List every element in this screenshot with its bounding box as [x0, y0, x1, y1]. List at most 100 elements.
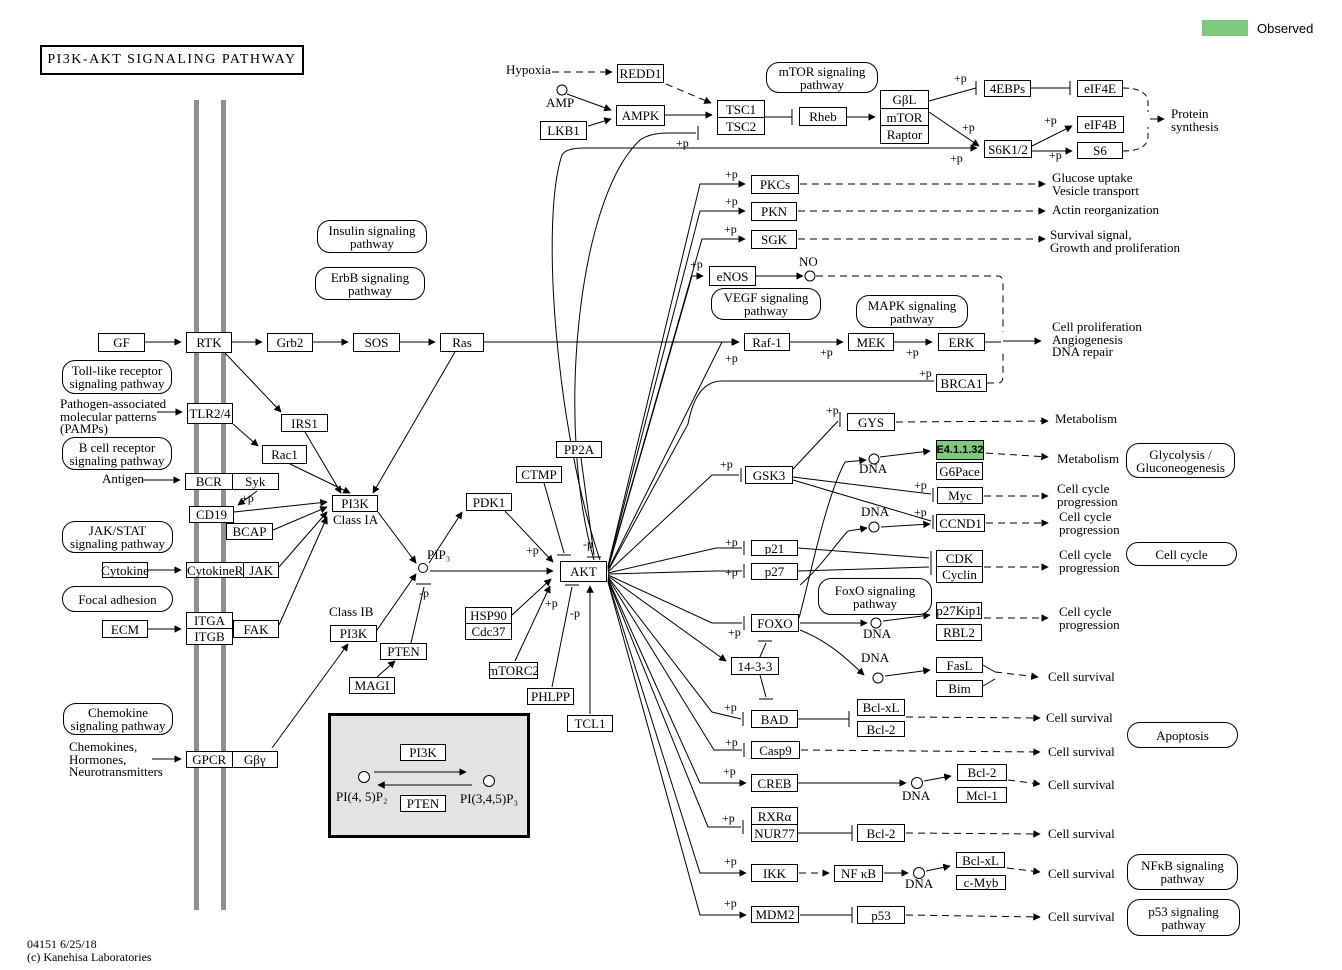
node-p27[interactable]: p27: [751, 563, 798, 580]
node-ctmp[interactable]: CTMP: [516, 466, 562, 483]
node-pp2a[interactable]: PP2A: [556, 441, 602, 458]
node-cytokiner-jak-cell-1[interactable]: JAK: [243, 563, 278, 577]
node-gsk3[interactable]: GSK3: [745, 466, 793, 484]
node-magi[interactable]: MAGI: [349, 677, 395, 694]
node-bad[interactable]: BAD: [751, 710, 798, 728]
node-gpcr-gby[interactable]: GPCR Gβγ: [186, 751, 278, 768]
node-eif4e[interactable]: eIF4E: [1077, 80, 1123, 97]
node-gpcr-gby-cell-1[interactable]: Gβγ: [231, 752, 278, 767]
node-p21[interactable]: p21: [751, 540, 798, 556]
node-ref-focal[interactable]: Focal adhesion: [62, 586, 173, 612]
node-mtor-complex-cell-1[interactable]: mTOR: [881, 107, 928, 126]
node-bcl2-creb[interactable]: Bcl-2: [957, 764, 1007, 781]
node-mtorc2[interactable]: mTORC2: [487, 662, 540, 679]
node-hsp90-cdc37-cell-0[interactable]: HSP90: [470, 608, 507, 623]
node-s6[interactable]: S6: [1077, 142, 1123, 159]
node-ref-apoptosis[interactable]: Apoptosis: [1127, 722, 1238, 748]
node-pi3k-class1b[interactable]: PI3K: [330, 625, 377, 642]
node-rtk[interactable]: RTK: [186, 332, 232, 353]
node-bcr-syk-cell-1[interactable]: Syk: [231, 474, 279, 489]
node-tsc1-tsc2-cell-1[interactable]: TSC2: [718, 117, 764, 134]
node-mdm2[interactable]: MDM2: [751, 906, 799, 923]
node-inset-pi3k[interactable]: PI3K: [400, 744, 446, 761]
node-cmyb[interactable]: c-Myb: [956, 875, 1006, 890]
node-ampk[interactable]: AMPK: [616, 105, 665, 126]
node-bclxl-ikk[interactable]: Bcl-xL: [956, 852, 1005, 868]
node-e41132[interactable]: E4.1.1.32: [936, 440, 984, 460]
node-irs1[interactable]: IRS1: [281, 414, 328, 432]
node-bclxl-bad[interactable]: Bcl-xL: [857, 699, 905, 716]
node-cytokiner-jak-cell-0[interactable]: CytokineR: [187, 562, 244, 578]
node-bcr-syk[interactable]: BCR Syk: [185, 473, 279, 490]
node-mek[interactable]: MEK: [848, 333, 894, 351]
node-pdk1[interactable]: PDK1: [466, 493, 512, 511]
node-casp9[interactable]: Casp9: [751, 741, 800, 759]
node-cytokine[interactable]: Cytokine: [101, 562, 149, 578]
node-rac1[interactable]: Rac1: [262, 445, 307, 464]
node-bcr-syk-cell-0[interactable]: BCR: [195, 474, 222, 489]
node-grb2[interactable]: Grb2: [267, 333, 313, 352]
node-myc[interactable]: Myc: [937, 487, 983, 504]
node-tsc1-tsc2-cell-0[interactable]: TSC1: [725, 101, 757, 117]
node-lkb1[interactable]: LKB1: [540, 121, 587, 140]
node-raf1[interactable]: Raf-1: [744, 333, 790, 351]
node-tcl1[interactable]: TCL1: [567, 715, 613, 732]
node-pkcs[interactable]: PKCs: [751, 175, 799, 194]
node-itga-itgb-cell-0[interactable]: ITGA: [193, 613, 226, 628]
node-p27kip1[interactable]: p27Kip1: [936, 602, 982, 619]
node-redd1[interactable]: REDD1: [617, 64, 664, 83]
node-sos[interactable]: SOS: [353, 333, 400, 352]
node-mtor-complex-cell-0[interactable]: GβL: [892, 91, 917, 107]
node-sgk[interactable]: SGK: [751, 230, 797, 249]
node-phlpp[interactable]: PHLPP: [527, 688, 574, 705]
node-gpcr-gby-cell-0[interactable]: GPCR: [192, 752, 227, 767]
node-rbl2[interactable]: RBL2: [936, 624, 982, 641]
node-hsp90-cdc37-cell-1[interactable]: Cdc37: [466, 623, 511, 639]
node-ras[interactable]: Ras: [440, 333, 484, 352]
node-nfkb[interactable]: NF κB: [834, 865, 883, 882]
node-bcl2-nur77[interactable]: Bcl-2: [857, 824, 905, 842]
node-erk[interactable]: ERK: [938, 333, 985, 351]
node-ikk[interactable]: IKK: [751, 864, 798, 882]
node-bim[interactable]: Bim: [936, 680, 983, 697]
node-rxra-nur77-cell-1[interactable]: NUR77: [752, 824, 797, 841]
node-inset-pten[interactable]: PTEN: [400, 795, 446, 812]
node-foxo[interactable]: FOXO: [751, 614, 799, 632]
node-creb[interactable]: CREB: [751, 774, 798, 792]
node-rheb[interactable]: Rheb: [799, 107, 847, 126]
node-gf[interactable]: GF: [98, 333, 145, 352]
node-fasl[interactable]: FasL: [936, 657, 983, 673]
node-rxra-nur77-cell-0[interactable]: RXRα: [757, 808, 792, 824]
node-cd19[interactable]: CD19: [189, 506, 234, 523]
node-ecm[interactable]: ECM: [102, 620, 148, 638]
node-s6k12[interactable]: S6K1/2: [984, 140, 1032, 158]
node-mcl1[interactable]: Mcl-1: [957, 787, 1007, 803]
node-itga-itgb-cell-1[interactable]: ITGB: [187, 628, 232, 644]
node-brca1[interactable]: BRCA1: [936, 374, 987, 392]
node-akt[interactable]: AKT: [560, 561, 607, 582]
node-p53[interactable]: p53: [857, 906, 905, 924]
node-tlr24[interactable]: TLR2/4: [187, 403, 233, 424]
node-gys[interactable]: GYS: [847, 413, 895, 431]
node-ref-glycolysis[interactable]: Glycolysis /Gluconeogenesis: [1126, 443, 1235, 478]
node-bcl2-bad[interactable]: Bcl-2: [857, 721, 905, 737]
node-ccnd1[interactable]: CCND1: [936, 514, 985, 532]
node-pi3k-class1a[interactable]: PI3K: [332, 495, 378, 512]
